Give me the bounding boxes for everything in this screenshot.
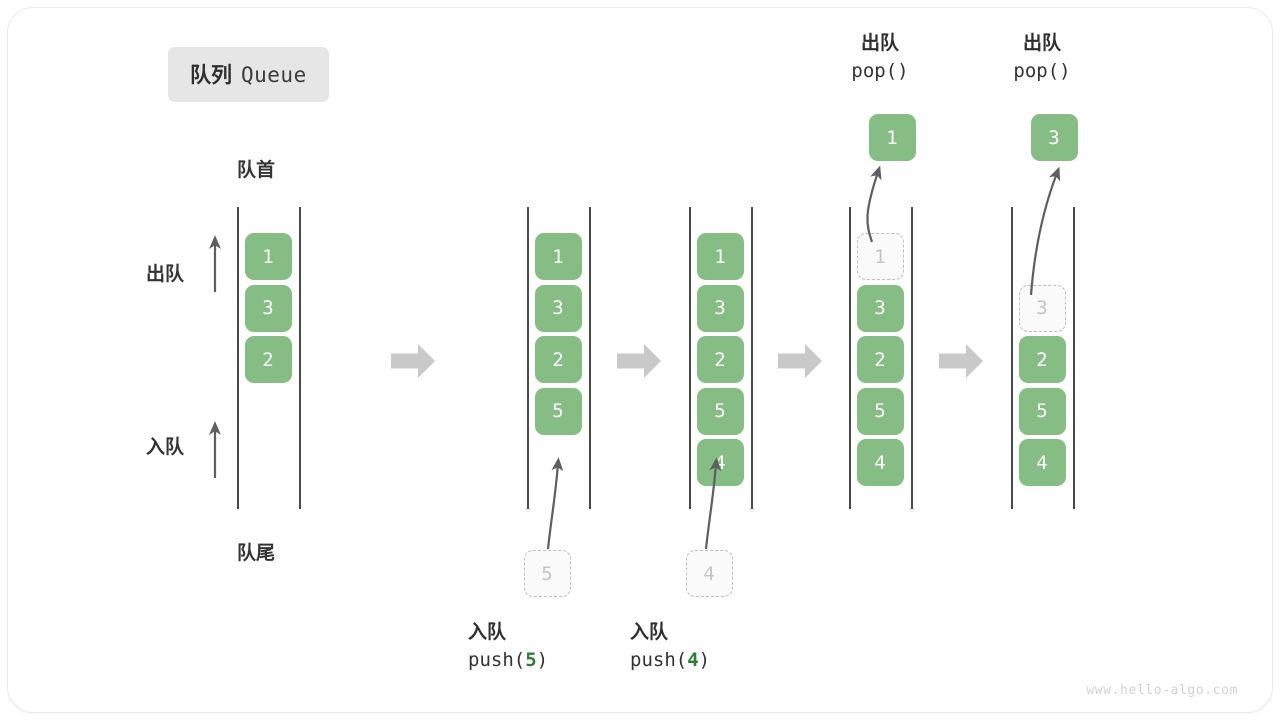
pop-operation-label: 出队 pop(): [962, 31, 1122, 85]
queue-rail: [237, 207, 239, 509]
queue-rail: [911, 207, 913, 509]
title-chinese: 队列: [190, 64, 232, 87]
queue-element: 5: [696, 387, 744, 435]
queue-ghost-element: 3: [1018, 284, 1066, 332]
queue-element: 2: [534, 336, 582, 383]
push-label-cn: 入队: [468, 622, 507, 643]
queue-element: 5: [1018, 387, 1066, 435]
popped-element: 3: [1030, 114, 1078, 161]
queue-element: 3: [534, 284, 582, 332]
queue-element: 4: [696, 439, 744, 486]
site-watermark: www.hello-algo.com: [1086, 683, 1238, 698]
pop-label-cn: 出队: [860, 33, 899, 54]
queue-element: 2: [856, 336, 904, 383]
queue-rail: [527, 207, 529, 509]
queue-rail: [1011, 207, 1013, 509]
queue-element: 2: [244, 336, 292, 383]
queue-element: 5: [856, 387, 904, 435]
enqueue-direction-label: 入队: [146, 437, 185, 458]
queue-rail: [689, 207, 691, 509]
push-label-cn: 入队: [630, 622, 669, 643]
push-source-ghost: 4: [685, 550, 733, 597]
queue-element: 3: [696, 284, 744, 332]
pop-label-cn: 出队: [1022, 33, 1061, 54]
queue-element: 5: [534, 387, 582, 435]
push-source-ghost: 5: [523, 550, 571, 597]
dequeue-direction-label: 出队: [146, 264, 185, 285]
queue-element: 4: [856, 439, 904, 486]
queue-element: 1: [244, 233, 292, 280]
diagram-card: [7, 7, 1273, 713]
popped-element: 1: [868, 114, 916, 161]
queue-element: 2: [1018, 336, 1066, 383]
push-operation-label: 入队 push(4): [630, 620, 790, 674]
queue-rail: [1073, 207, 1075, 509]
push-label-code: push(4): [630, 648, 711, 671]
push-operation-label: 入队 push(5): [468, 620, 628, 674]
title-english: Queue: [241, 63, 307, 87]
queue-rail: [589, 207, 591, 509]
queue-element: 4: [1018, 439, 1066, 486]
queue-ghost-element: 1: [856, 233, 904, 280]
queue-front-label: 队首: [237, 160, 276, 181]
queue-rail: [751, 207, 753, 509]
queue-element: 3: [856, 284, 904, 332]
queue-rear-label: 队尾: [237, 543, 276, 564]
queue-element: 1: [534, 233, 582, 280]
queue-rail: [299, 207, 301, 509]
queue-element: 2: [696, 336, 744, 383]
pop-label-code: pop(): [1013, 59, 1071, 82]
pop-operation-label: 出队 pop(): [800, 31, 960, 85]
queue-element: 3: [244, 284, 292, 332]
push-label-code: push(5): [468, 648, 549, 671]
queue-element: 1: [696, 233, 744, 280]
queue-rail: [849, 207, 851, 509]
pop-label-code: pop(): [851, 59, 909, 82]
diagram-title-badge: 队列 Queue: [168, 47, 329, 102]
